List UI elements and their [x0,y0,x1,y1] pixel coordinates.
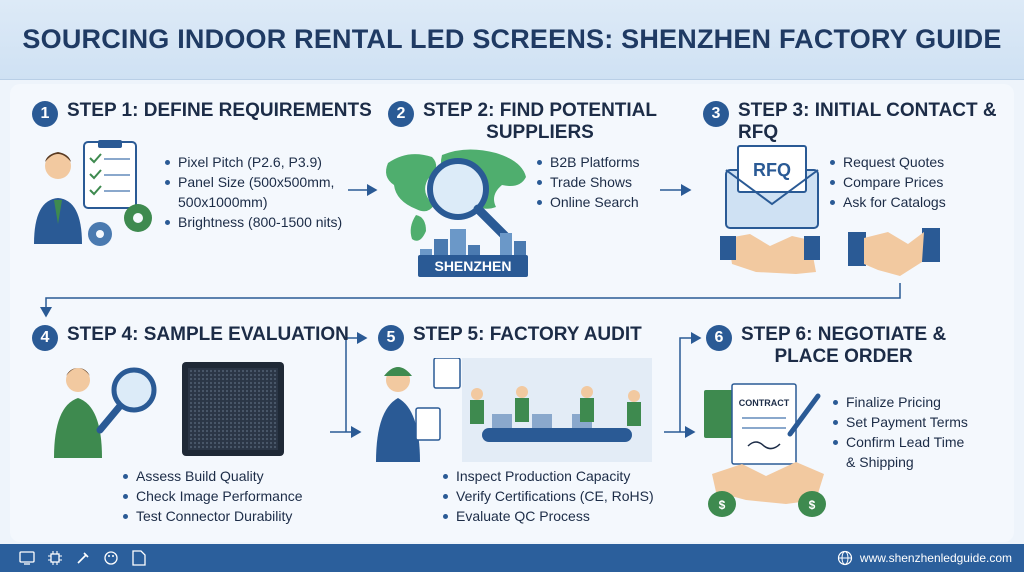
svg-text:$: $ [809,498,816,512]
header: SOURCING INDOOR RENTAL LED SCREENS: SHEN… [0,0,1024,80]
led-panel-grid [188,368,278,450]
globe-icon [836,549,854,567]
arrow-4-5 [345,332,368,432]
list-item: Assess Build Quality [123,466,303,486]
arrow-3-4 [40,283,901,318]
step-6-title: STEP 6: NEGOTIATE & PLACE ORDER [741,324,946,368]
step-6-bullets: Finalize Pricing Set Payment Terms Confi… [833,392,968,472]
list-item: Evaluate QC Process [443,506,654,526]
step-4-title: STEP 4: SAMPLE EVALUATION [67,324,349,345]
code-icon[interactable] [18,549,36,567]
rfq-illustration: RFQ [720,145,820,274]
world-map-illustration: SHENZHEN [386,149,528,277]
list-item: Verify Certifications (CE, RoHS) [443,486,654,506]
list-item: Pixel Pitch (P2.6, P3.9) [165,152,342,172]
contract-illustration: CONTRACT $ $ [704,383,826,517]
step-1-header: 1 STEP 1: DEFINE REQUIREMENTS [32,100,372,127]
palette-icon[interactable] [102,549,120,567]
list-item: Test Connector Durability [123,506,303,526]
step-5-bullets: Inspect Production Capacity Verify Certi… [443,466,654,526]
arrow-5-6 [679,332,702,432]
step-5-number: 5 [378,325,404,351]
list-item: Brightness (800-1500 nits) [165,212,342,232]
footer-icons [18,549,148,567]
factory-audit-illustration [376,358,652,462]
page-title: SOURCING INDOOR RENTAL LED SCREENS: SHEN… [22,24,1002,54]
list-item: Panel Size (500x500mm, [165,172,342,192]
contract-label: CONTRACT [739,398,790,408]
list-item: B2B Platforms [537,152,639,172]
step-2-bullets: B2B Platforms Trade Shows Online Search [537,152,639,212]
footer-bar: www.shenzhenledguide.com [0,544,1024,572]
list-item: & Shipping [846,454,914,470]
svg-text:$: $ [719,498,726,512]
list-item: Ask for Catalogs [830,192,946,212]
city-label: SHENZHEN [434,258,511,274]
step-6-header: 6 STEP 6: NEGOTIATE & PLACE ORDER [706,324,946,368]
rfq-label: RFQ [753,160,791,180]
chip-icon[interactable] [46,549,64,567]
list-item: 500x1000mm) [178,194,268,210]
step-3-title: STEP 3: INITIAL CONTACT & RFQ [738,100,997,143]
footer-url-text: www.shenzhenledguide.com [859,551,1012,565]
footer-link[interactable]: www.shenzhenledguide.com [836,549,1012,567]
step-1-bullets: Pixel Pitch (P2.6, P3.9) Panel Size (500… [165,152,342,232]
sample-evaluation-illustration [54,362,284,458]
step-4-header: 4 STEP 4: SAMPLE EVALUATION [32,324,349,351]
step-6-title-line2: PLACE ORDER [774,346,913,367]
list-item: Confirm Lead Time [833,432,968,452]
list-item: Check Image Performance [123,486,303,506]
step-3-header: 3 STEP 3: INITIAL CONTACT & RFQ [703,100,1024,144]
file-code-icon[interactable] [130,549,148,567]
list-item: Online Search [537,192,639,212]
step-2-header: 2 STEP 2: FIND POTENTIAL SUPPLIERS [388,100,657,144]
list-item: Finalize Pricing [833,392,968,412]
step-2-title: STEP 2: FIND POTENTIAL SUPPLIERS [423,100,657,144]
step-5-title: STEP 5: FACTORY AUDIT [413,324,642,345]
step-3-bullets: Request Quotes Compare Prices Ask for Ca… [830,152,946,212]
step-2-title-line2: SUPPLIERS [486,122,594,143]
step-6-title-line1: STEP 6: NEGOTIATE & [741,324,947,345]
step-5-header: 5 STEP 5: FACTORY AUDIT [378,324,642,351]
step-4-number: 4 [32,325,58,351]
step-6-number: 6 [706,325,732,351]
step-3-number: 3 [703,101,729,127]
step-4-bullets: Assess Build Quality Check Image Perform… [123,466,303,526]
step-1-title: STEP 1: DEFINE REQUIREMENTS [67,100,372,121]
list-item: Inspect Production Capacity [443,466,654,486]
requirements-illustration [34,140,152,246]
tools-icon[interactable] [74,549,92,567]
list-item: Compare Prices [830,172,946,192]
step-2-number: 2 [388,101,414,127]
step-2-title-line1: STEP 2: FIND POTENTIAL [423,100,658,121]
list-item: Request Quotes [830,152,946,172]
list-item: Set Payment Terms [833,412,968,432]
step-1-number: 1 [32,101,58,127]
handshake-icon [848,228,940,276]
list-item: Trade Shows [537,172,639,192]
